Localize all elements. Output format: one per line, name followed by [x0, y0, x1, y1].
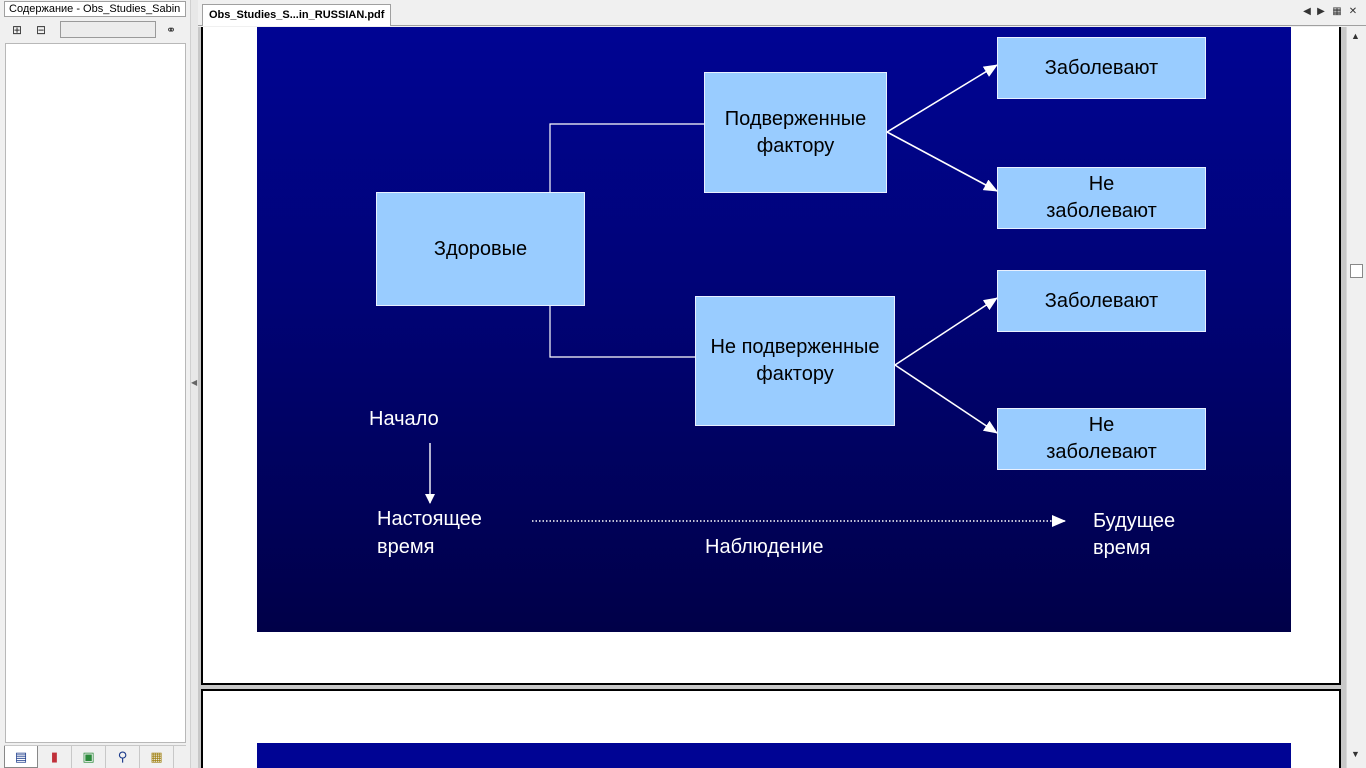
diagram-lines — [425, 64, 1066, 527]
box-exposed-sick: Заболевают — [997, 37, 1206, 99]
scroll-up-icon[interactable]: ▲ — [1351, 31, 1360, 41]
label-future-line1: Будущее — [1093, 510, 1176, 532]
box-exposed-notsick-line2: заболевают — [1046, 200, 1157, 222]
vertical-scrollbar[interactable]: ▲ ▼ — [1346, 27, 1366, 768]
tab-menu-icon[interactable]: ▦ — [1332, 6, 1342, 17]
box-exposed-notsick: Не заболевают — [997, 167, 1206, 229]
arrow-exposed-sick — [886, 64, 998, 133]
binoculars-icon[interactable]: ⚭ — [165, 23, 177, 37]
connector-unexposed — [549, 306, 697, 358]
bookmarks-icon[interactable]: ▮ — [38, 746, 72, 768]
document-tab[interactable]: Obs_Studies_S...in_RUSSIAN.pdf — [202, 4, 392, 26]
box-unexposed: Не подверженные фактору — [695, 296, 895, 426]
arrow-exposed-notsick — [886, 131, 998, 192]
slide: Здоровые Подверженные фактору Не подверж… — [257, 27, 1291, 632]
collapse-icon[interactable]: ⊟ — [35, 23, 47, 37]
close-tab-icon[interactable]: ✕ — [1348, 6, 1358, 17]
search-icon[interactable]: ⚲ — [106, 746, 140, 768]
label-observation: Наблюдение — [705, 536, 824, 558]
box-exposed-label: Подверженные фактору — [724, 107, 867, 157]
pdf-page: Здоровые Подверженные фактору Не подверж… — [201, 27, 1341, 685]
box-unexposed-notsick: Не заболевают — [997, 408, 1206, 470]
box-exposed-sick-label: Заболевают — [1044, 56, 1159, 79]
box-unexposed-sick: Заболевают — [997, 270, 1206, 332]
label-future-line2: время — [1093, 537, 1151, 559]
scroll-down-icon[interactable]: ▼ — [1351, 749, 1360, 759]
label-start: Начало — [369, 408, 439, 430]
contents-icon[interactable]: ▤ — [4, 746, 38, 768]
collapse-arrow-icon[interactable]: ◀ — [191, 378, 198, 387]
box-unexposed-notsick-line1: Не — [1088, 414, 1115, 436]
box-unexposed-sick-label: Заболевают — [1044, 289, 1159, 312]
pdf-page-next — [201, 689, 1341, 768]
document-viewer[interactable]: Здоровые Подверженные фактору Не подверж… — [198, 27, 1346, 768]
prev-tab-icon[interactable]: ◀ — [1303, 6, 1311, 17]
box-healthy: Здоровые — [376, 192, 585, 306]
pane-splitter[interactable]: ◀ — [190, 0, 198, 768]
arrow-unexposed-sick — [894, 297, 998, 366]
box-unexposed-label: Не подверженные фактору — [710, 336, 880, 385]
box-exposed: Подверженные фактору — [704, 72, 887, 193]
contents-tree[interactable] — [5, 43, 186, 743]
slide-next — [257, 743, 1291, 768]
expand-icon[interactable]: ⊞ — [11, 23, 23, 37]
contents-pane: Содержание - Obs_Studies_Sabin ⊞ ⊟ ⚭ ▤ ▮… — [0, 0, 190, 768]
arrow-unexposed-notsick — [894, 364, 998, 434]
box-exposed-notsick-line1: Не — [1088, 173, 1115, 195]
thumbnails-icon[interactable]: ▣ — [72, 746, 106, 768]
document-tab-strip: Obs_Studies_S...in_RUSSIAN.pdf ◀ ▶ ▦ ✕ — [198, 0, 1366, 26]
contents-search-input[interactable] — [60, 21, 156, 38]
box-unexposed-notsick-line2: заболевают — [1046, 441, 1157, 463]
contents-pane-title: Содержание - Obs_Studies_Sabin — [4, 1, 186, 17]
pane-tab-bar: ▤ ▮ ▣ ⚲ ▦ — [4, 745, 186, 768]
label-present-line1: Настоящее — [377, 508, 482, 530]
box-healthy-label: Здоровые — [433, 237, 528, 260]
annotations-icon[interactable]: ▦ — [140, 746, 174, 768]
connector-exposed — [549, 123, 705, 192]
scroll-thumb[interactable] — [1350, 264, 1363, 278]
next-tab-icon[interactable]: ▶ — [1317, 6, 1325, 17]
contents-toolbar: ⊞ ⊟ ⚭ — [4, 19, 186, 41]
label-present-line2: время — [377, 536, 435, 558]
